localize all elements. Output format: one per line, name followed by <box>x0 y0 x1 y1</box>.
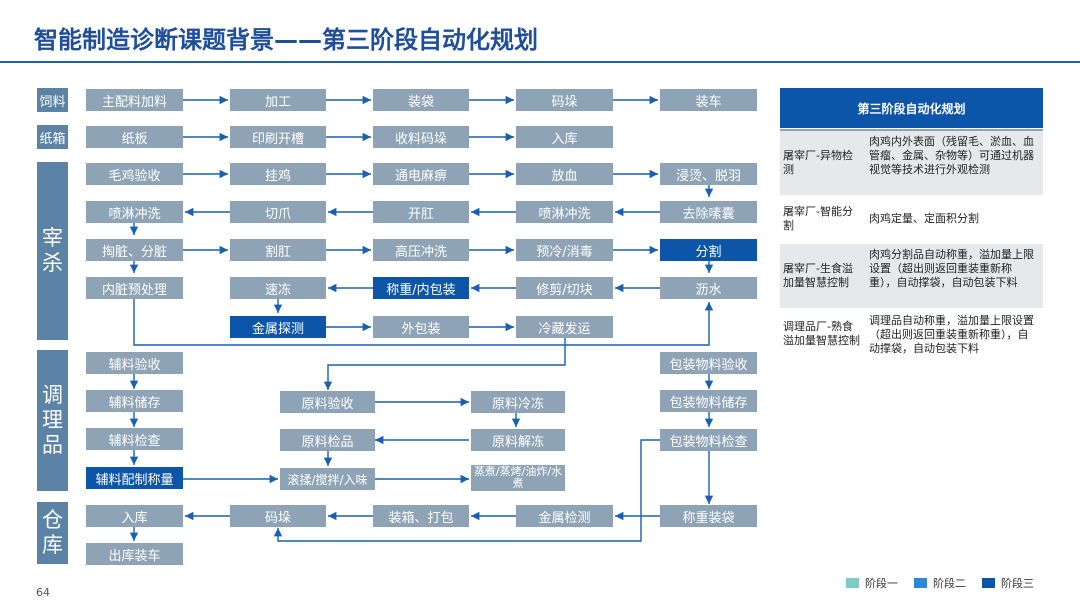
category-slaughter: 宰 杀 <box>37 162 68 340</box>
node-print-slot: 印刷开槽 <box>230 126 326 148</box>
node-drain: 沥水 <box>660 277 757 299</box>
node-evisc: 掏脏、分脏 <box>86 239 183 261</box>
node-quick-freeze: 速冻 <box>230 277 326 299</box>
node-trim-dice: 修剪/切块 <box>516 277 613 299</box>
title-divider <box>0 61 1080 63</box>
page-title: 智能制造诊断课题背景——第三阶段自动化规划 <box>34 26 538 54</box>
node-raw-check: 原料检品 <box>280 429 375 451</box>
node-chicken-receive: 毛鸡验收 <box>86 163 183 185</box>
node-aux-store: 辅料储存 <box>86 390 183 412</box>
node-stun: 通电麻痹 <box>373 163 469 185</box>
legend-label: 阶段一 <box>865 577 898 590</box>
legend-swatch <box>982 578 995 588</box>
node-hp-wash: 高压冲洗 <box>373 239 469 261</box>
category-conditioning: 调 理 品 <box>37 350 68 491</box>
node-main-feed: 主配料加料 <box>86 89 183 111</box>
row-name: 调理品厂-熟食溢加量智慧控制 <box>783 320 860 347</box>
node-raw-receive: 原料验收 <box>280 391 375 413</box>
category-warehouse: 仓 库 <box>37 502 68 564</box>
node-hang: 挂鸡 <box>230 163 326 185</box>
node-carton-store: 入库 <box>516 126 613 148</box>
table-header: 第三阶段自动化规划 <box>780 88 1043 128</box>
node-scald: 浸烫、脱羽 <box>660 163 757 185</box>
node-weigh-pack: 称重/内包装 <box>373 277 469 299</box>
node-truck-load: 装车 <box>660 89 757 111</box>
node-open-anus: 开肛 <box>373 201 469 223</box>
node-tumble: 滚揉/搅拌/入味 <box>280 468 375 490</box>
node-paperboard: 纸板 <box>86 126 183 148</box>
legend-stage-3: 阶段三 <box>982 575 1034 591</box>
row-name: 屠宰厂-智能分割 <box>783 205 853 232</box>
row-desc: 肉鸡内外表面（残留毛、淤血、血管瘤、金属、杂物等）可通过机器视觉等技术进行外观检… <box>869 135 1034 176</box>
node-wh-out: 出库装车 <box>86 543 183 565</box>
node-collect-stack: 收料码垛 <box>373 126 469 148</box>
node-spray-wash-1: 喷淋冲洗 <box>86 201 183 223</box>
category-carton: 纸箱 <box>37 125 68 149</box>
node-process: 加工 <box>230 89 326 111</box>
legend-stage-1: 阶段一 <box>846 575 898 591</box>
row-name: 屠宰厂-异物检测 <box>783 149 853 176</box>
node-aux-weigh: 辅料配制称量 <box>86 467 183 489</box>
node-offal: 内脏预处理 <box>86 277 183 299</box>
category-feed: 饲料 <box>37 88 68 112</box>
node-wh-weigh: 称重装袋 <box>660 505 757 527</box>
legend-stage-2: 阶段二 <box>914 575 966 591</box>
node-pkg-store: 包装物料储存 <box>660 390 757 412</box>
node-pkg-check: 包装物料检查 <box>660 429 757 451</box>
legend-swatch <box>846 578 859 588</box>
legend-label: 阶段二 <box>933 577 966 590</box>
node-segment: 分割 <box>660 239 757 261</box>
node-bleed: 放血 <box>516 163 613 185</box>
row-desc: 肉鸡定量、定面积分割 <box>869 212 979 225</box>
row-desc: 调理品自动称重，溢加量上限设置（超出则返回重装重新称重），自动撑袋，自动包装下料 <box>869 314 1034 355</box>
node-wh-stack: 码垛 <box>230 505 326 527</box>
legend-swatch <box>914 578 927 588</box>
row-desc: 肉鸡分割品自动称重，溢加量上限设置（超出则返回重装重新称重），自动撑袋，自动包装… <box>869 248 1034 289</box>
node-spray-wash-2: 喷淋冲洗 <box>516 201 613 223</box>
node-cold-ship: 冷藏发运 <box>516 316 613 338</box>
node-anus-cut: 割肛 <box>230 239 326 261</box>
node-crop-remove: 去除嗉囊 <box>660 201 757 223</box>
table-row: 调理品厂-熟食溢加量智慧控制 调理品自动称重，溢加量上限设置（超出则返回重装重新… <box>780 310 1043 374</box>
legend-label: 阶段三 <box>1001 577 1034 590</box>
table-row: 屠宰厂-智能分割 肉鸡定量、定面积分割 <box>780 197 1043 242</box>
node-cook: 蒸煮/蒸烤/油炸/水煮 <box>471 465 565 491</box>
node-raw-freeze: 原料冷冻 <box>471 391 565 413</box>
node-raw-thaw: 原料解冻 <box>471 429 565 451</box>
page-number: 64 <box>36 586 50 599</box>
node-aux-receive: 辅料验收 <box>86 352 183 374</box>
table-row: 屠宰厂-异物检测 肉鸡内外表面（残留毛、淤血、血管瘤、金属、杂物等）可通过机器视… <box>780 131 1043 195</box>
node-metal-detect: 金属探测 <box>230 316 326 338</box>
node-pkg-receive: 包装物料验收 <box>660 352 757 374</box>
node-bagging: 装袋 <box>373 89 469 111</box>
node-wh-in: 入库 <box>86 505 183 527</box>
node-stack-feed: 码垛 <box>516 89 613 111</box>
table-divider <box>780 129 1043 131</box>
row-name: 屠宰厂-生食溢加量智慧控制 <box>783 262 853 289</box>
node-claw-cut: 切爪 <box>230 201 326 223</box>
node-prechill: 预冷/消毒 <box>516 239 613 261</box>
node-wh-box: 装箱、打包 <box>373 505 469 527</box>
node-wh-metal: 金属检测 <box>516 505 613 527</box>
node-outer-pack: 外包装 <box>373 316 469 338</box>
node-aux-check: 辅料检查 <box>86 428 183 450</box>
table-row: 屠宰厂-生食溢加量智慧控制 肉鸡分割品自动称重，溢加量上限设置（超出则返回重装重… <box>780 244 1043 308</box>
